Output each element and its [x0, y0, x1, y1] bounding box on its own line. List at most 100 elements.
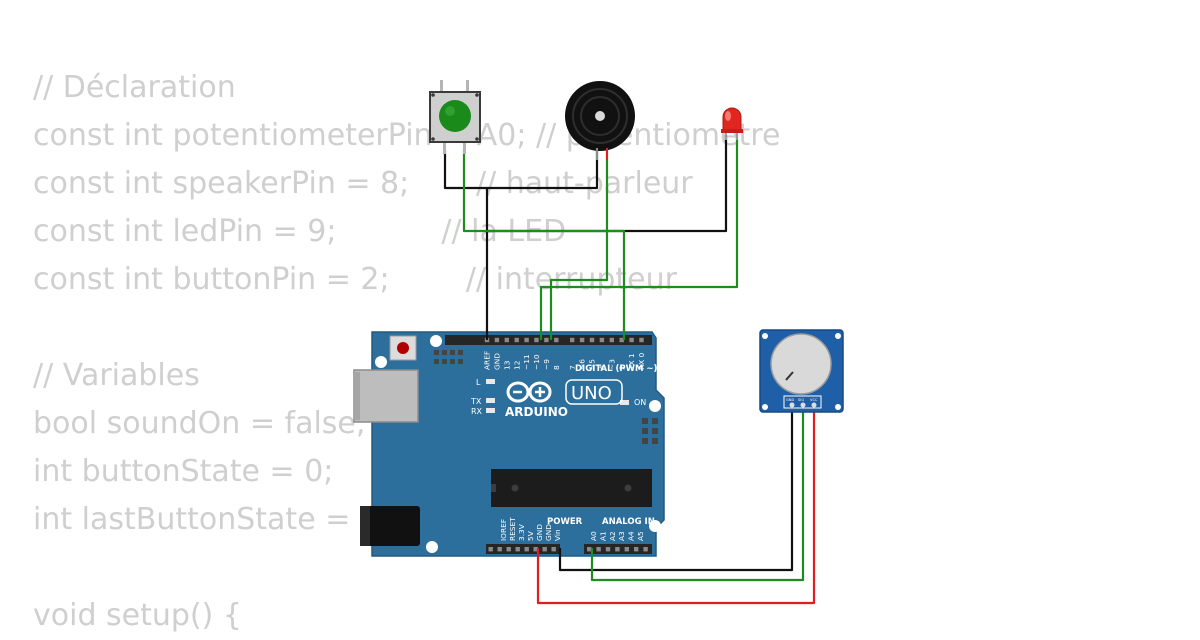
analog-pin-hole[interactable]	[624, 547, 629, 552]
led-label-rx: RX	[471, 407, 483, 416]
power-pin-label: RESET	[508, 517, 517, 541]
usb-connector-edge	[354, 372, 360, 420]
analog-pin-label: A2	[608, 531, 617, 541]
digital-pin-hole[interactable]	[619, 337, 624, 343]
digital-pin-label: 12	[512, 361, 521, 370]
digital-pin-hole[interactable]	[639, 337, 644, 343]
power-header-label: POWER	[547, 517, 583, 527]
digital-header-label: DIGITAL (PWM ~)	[575, 364, 657, 374]
analog-header-label: ANALOG IN	[602, 517, 655, 527]
push-button-component[interactable]	[429, 80, 481, 154]
led-label-l: L	[476, 378, 481, 387]
digital-pin-label: 8	[552, 365, 561, 370]
icsp-header	[434, 350, 658, 444]
mounting-hole	[430, 335, 442, 347]
digital-pin-hole[interactable]	[579, 337, 585, 343]
power-pin-label: Vin	[553, 529, 562, 541]
wire-gnd-button[interactable]	[443, 150, 489, 340]
digital-pin-label: 13	[502, 360, 511, 370]
on-led-label: ON	[634, 398, 646, 407]
board-status-leds	[486, 379, 629, 413]
code-line: int lastButtonState = 0;	[33, 502, 390, 537]
power-pin-hole[interactable]	[551, 547, 556, 552]
analog-pin-hole[interactable]	[634, 547, 639, 552]
usb-connector	[353, 369, 419, 423]
power-pin-label: 5V	[526, 531, 535, 541]
reset-button-cap	[397, 342, 409, 354]
digital-pin-label: 7	[568, 365, 577, 370]
chip-notch	[491, 484, 496, 492]
dc-power-jack-edge	[360, 506, 370, 546]
potentiometer-knob-icon[interactable]	[770, 333, 832, 395]
digital-pin-label: ~3	[607, 359, 616, 370]
digital-pin-hole[interactable]	[524, 337, 529, 343]
wires	[443, 135, 816, 605]
digital-pin-label: ~11	[522, 354, 531, 370]
wire-pot-vcc[interactable]	[536, 408, 816, 605]
analog-pin-label: A1	[598, 531, 607, 541]
power-pin-hole[interactable]	[515, 547, 520, 552]
code-line: // Déclaration	[33, 70, 236, 105]
digital-pin-hole[interactable]	[609, 337, 614, 343]
digital-pin-hole[interactable]	[589, 337, 595, 343]
piezo-buzzer-component[interactable]	[565, 81, 635, 160]
power-pin-hole[interactable]	[506, 547, 511, 552]
code-line: const int speakerPin = 8; // haut-parleu…	[33, 166, 693, 201]
digital-pin-hole[interactable]	[514, 337, 519, 343]
code-line: bool soundOn = false;	[33, 406, 366, 441]
bottom-pin-holes	[488, 547, 648, 552]
digital-pin-label: ~10	[532, 354, 541, 370]
mounting-hole	[649, 400, 661, 412]
analog-pin-label: A3	[617, 531, 626, 541]
mounting-hole	[426, 541, 438, 553]
power-pin-hole[interactable]	[542, 547, 547, 552]
digital-pin-hole[interactable]	[494, 337, 500, 343]
wire-led-pin9[interactable]	[539, 135, 739, 340]
mounting-hole	[375, 356, 387, 368]
power-pin-hole[interactable]	[524, 547, 529, 552]
power-pin-hole[interactable]	[533, 547, 538, 552]
code-line: // Variables	[33, 358, 200, 393]
button-cap-icon[interactable]	[439, 100, 471, 132]
analog-pin-hole[interactable]	[596, 547, 601, 552]
dc-power-jack	[360, 506, 420, 546]
power-pin-hole[interactable]	[497, 547, 502, 552]
wire-button-pin2[interactable]	[462, 150, 626, 340]
digital-pin-hole[interactable]	[534, 337, 539, 343]
power-header	[486, 544, 560, 554]
analog-pin-label: A0	[589, 531, 598, 541]
digital-pin-hole[interactable]	[570, 337, 575, 343]
power-pin-hole[interactable]	[488, 547, 493, 552]
digital-pin-hole[interactable]	[629, 337, 634, 343]
digital-pin-label: ~9	[542, 359, 551, 370]
digital-pin-hole[interactable]	[554, 337, 559, 343]
digital-pin-label: 4	[598, 365, 607, 370]
power-pin-label: IOREF	[499, 519, 508, 541]
led-label-tx: TX	[470, 397, 482, 406]
arduino-logo-icon	[506, 381, 552, 403]
digital-pin-label: AREF	[483, 351, 492, 370]
analog-pin-label: A4	[627, 531, 636, 541]
red-led-component[interactable]	[721, 107, 743, 140]
digital-pin-hole[interactable]	[504, 337, 509, 343]
analog-pin-hole[interactable]	[587, 547, 592, 552]
digital-pin-hole[interactable]	[599, 337, 605, 343]
wire-speaker-pin8[interactable]	[549, 148, 609, 340]
wire-pot-gnd[interactable]	[558, 408, 794, 572]
analog-pin-hole[interactable]	[615, 547, 620, 552]
wire-gnd-speaker[interactable]	[487, 150, 599, 190]
power-pin-label: 3.3V	[517, 524, 526, 541]
analog-pin-hole[interactable]	[605, 547, 611, 552]
wire-pot-sig[interactable]	[590, 408, 805, 582]
digital-pin-label: TX 1	[627, 353, 636, 371]
digital-pin-hole[interactable]	[544, 337, 549, 343]
potentiometer-module[interactable]: GND SIG VCC	[759, 329, 844, 413]
pot-pin-label-sig: SIG	[798, 398, 804, 402]
board-model: UNO	[571, 383, 612, 404]
analog-pin-hole[interactable]	[643, 547, 648, 552]
